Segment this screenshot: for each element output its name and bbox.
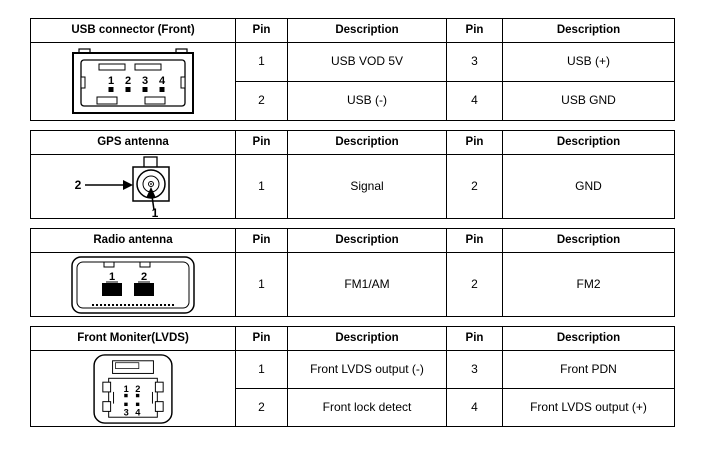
gps-antenna-table: GPS antenna Pin Description Pin Descript… xyxy=(30,130,675,219)
description-column-header: Description xyxy=(287,326,447,351)
pin-number: 2 xyxy=(235,81,288,121)
connector-title: GPS antenna xyxy=(30,130,236,155)
pin-description: USB (-) xyxy=(287,81,447,121)
pin-description: FM2 xyxy=(502,252,675,317)
pin-column-header: Pin xyxy=(235,228,288,253)
pin-description: Front LVDS output (+) xyxy=(502,388,675,427)
table-row: 2 Front lock detect 4 Front LVDS output … xyxy=(31,388,675,427)
table-header-row: Front Moniter(LVDS) Pin Description Pin … xyxy=(30,326,675,351)
front-monitor-lvds-drawing: 1 2 3 4 xyxy=(93,353,173,424)
usb-pin1-label: 1 xyxy=(108,75,114,87)
pin-number: 3 xyxy=(446,42,503,82)
usb-pin3-label: 3 xyxy=(142,75,148,87)
gps-pin2-label: 2 xyxy=(75,178,82,192)
table-header-row: GPS antenna Pin Description Pin Descript… xyxy=(30,130,675,155)
table-row: 2 USB (-) 4 USB GND xyxy=(31,81,675,121)
pin-number: 1 xyxy=(235,42,288,82)
pin-description: FM1/AM xyxy=(287,252,447,317)
table-row: 2 1 1 Signal 2 GND xyxy=(30,154,675,219)
radio-antenna-diagram: 1 2 xyxy=(30,252,236,317)
pin-number: 2 xyxy=(446,154,503,219)
lvds-pin3-label: 3 xyxy=(124,407,129,417)
pin-number: 1 xyxy=(235,350,288,389)
radio-antenna-drawing: 1 2 xyxy=(71,255,195,314)
connector-title: USB connector (Front) xyxy=(30,18,236,43)
pin-column-header: Pin xyxy=(446,228,503,253)
pin-number: 1 xyxy=(235,252,288,317)
pin-description: USB VOD 5V xyxy=(287,42,447,82)
pin-column-header: Pin xyxy=(235,18,288,43)
lvds-pin2-label: 2 xyxy=(135,383,140,393)
pin-description: Front lock detect xyxy=(287,388,447,427)
pin-number: 1 xyxy=(235,154,288,219)
pin-description: Signal xyxy=(287,154,447,219)
table-header-row: USB connector (Front) Pin Description Pi… xyxy=(30,18,675,43)
description-column-header: Description xyxy=(502,326,675,351)
pin-column-header: Pin xyxy=(446,18,503,43)
pin-column-header: Pin xyxy=(235,326,288,351)
pin-description: GND xyxy=(502,154,675,219)
pin-number: 2 xyxy=(235,388,288,427)
gps-pin1-label: 1 xyxy=(152,206,159,218)
table-row: 1 2 3 4 1 USB VOD 5V 3 USB (+) xyxy=(30,42,675,121)
pin-description: Front LVDS output (-) xyxy=(287,350,447,389)
lvds-pin1-label: 1 xyxy=(124,383,129,393)
usb-pin4-label: 4 xyxy=(159,75,166,87)
front-monitor-lvds-table: Front Moniter(LVDS) Pin Description Pin … xyxy=(30,326,675,427)
description-column-header: Description xyxy=(502,18,675,43)
radio-pin1-label: 1 xyxy=(109,271,115,283)
table-row: 1 2 3 4 1 Front LVDS output (-) 3 Front … xyxy=(30,350,675,427)
usb-connector-front-diagram: 1 2 3 4 xyxy=(30,42,236,121)
table-row: 1 2 1 FM1/AM 2 FM2 xyxy=(30,252,675,317)
description-column-header: Description xyxy=(502,228,675,253)
pin-column-header: Pin xyxy=(235,130,288,155)
usb-connector-drawing: 1 2 3 4 xyxy=(72,47,194,114)
radio-pin2-label: 2 xyxy=(141,271,147,283)
pin-column-header: Pin xyxy=(446,326,503,351)
lvds-pin4-label: 4 xyxy=(135,407,141,417)
pin-description: USB (+) xyxy=(502,42,675,82)
description-column-header: Description xyxy=(287,130,447,155)
gps-antenna-drawing: 2 1 xyxy=(75,155,170,218)
table-header-row: Radio antenna Pin Description Pin Descri… xyxy=(30,228,675,253)
usb-pin2-label: 2 xyxy=(125,75,131,87)
gps-antenna-diagram: 2 1 xyxy=(30,154,236,219)
usb-connector-table: USB connector (Front) Pin Description Pi… xyxy=(30,18,675,121)
pin-number: 3 xyxy=(446,350,503,389)
connector-title: Radio antenna xyxy=(30,228,236,253)
description-column-header: Description xyxy=(502,130,675,155)
pin-column-header: Pin xyxy=(446,130,503,155)
description-column-header: Description xyxy=(287,228,447,253)
pin-number: 2 xyxy=(446,252,503,317)
connector-title: Front Moniter(LVDS) xyxy=(30,326,236,351)
pin-number: 4 xyxy=(446,388,503,427)
radio-antenna-table: Radio antenna Pin Description Pin Descri… xyxy=(30,228,675,317)
pin-description: USB GND xyxy=(502,81,675,121)
front-monitor-lvds-diagram: 1 2 3 4 xyxy=(30,350,236,427)
description-column-header: Description xyxy=(287,18,447,43)
pin-description: Front PDN xyxy=(502,350,675,389)
pin-number: 4 xyxy=(446,81,503,121)
